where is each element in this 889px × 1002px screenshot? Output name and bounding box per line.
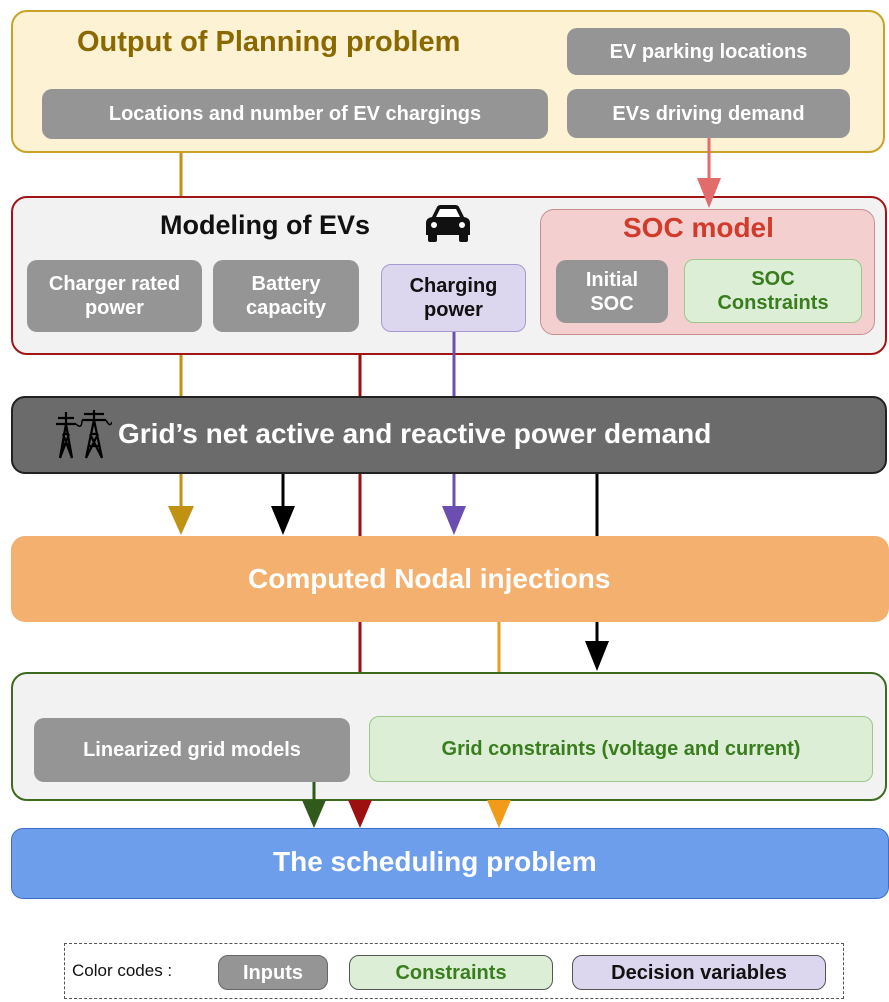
grid-constraints-chip: Grid constraints (voltage and current) [369, 716, 873, 782]
black-arrow-left [271, 474, 295, 535]
driving-demand-chip: EVs driving demand [567, 89, 850, 138]
linearized-grid-models-chip: Linearized grid models [34, 718, 350, 782]
parking-locations-chip: EV parking locations [567, 28, 850, 75]
scheduling-bar [11, 828, 889, 899]
legend-decision-chip: Decision variables [572, 955, 826, 990]
charging-power-chip: Charging power [381, 264, 526, 332]
battery-capacity-chip: Battery capacity [213, 260, 359, 332]
transmission-tower-icon [52, 408, 113, 460]
legend-label: Color codes : [72, 961, 173, 980]
grid-demand-title: Grid’s net active and reactive power dem… [118, 418, 712, 449]
legend-constraints-chip: Constraints [349, 955, 553, 990]
legend-inputs-chip: Inputs [218, 955, 328, 990]
ev-modeling-title: Modeling of EVs [160, 210, 371, 240]
initial-soc-chip: Initial SOC [556, 260, 668, 323]
legend-box [64, 943, 844, 999]
nodal-injections-bar [11, 536, 889, 622]
car-icon [420, 203, 476, 245]
planning-title: Output of Planning problem [77, 26, 461, 58]
soc-model-title: SOC model [623, 212, 774, 243]
charger-rated-power-chip: Charger rated power [27, 260, 202, 332]
grid-demand-bar [11, 396, 887, 474]
locations-chip: Locations and number of EV chargings [42, 89, 548, 139]
nodal-injections-title: Computed Nodal injections [248, 563, 611, 594]
scheduling-title: The scheduling problem [273, 846, 597, 877]
soc-constraints-chip: SOC Constraints [684, 259, 862, 323]
